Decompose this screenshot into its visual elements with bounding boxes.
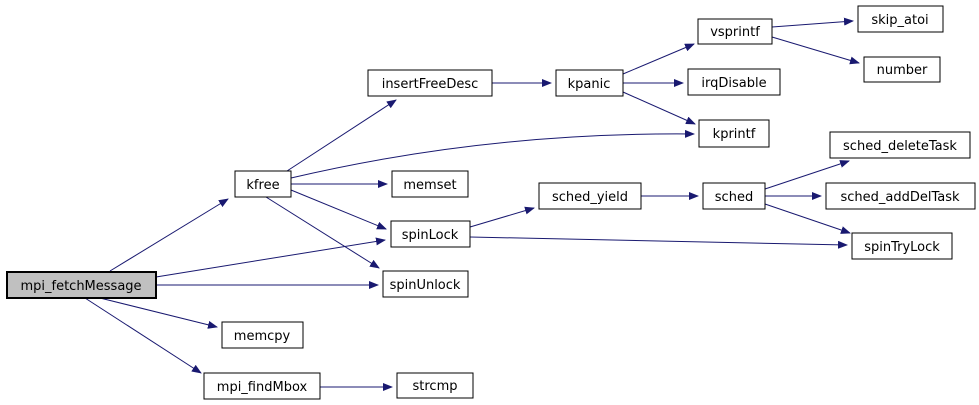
node-spinTryLock[interactable]: spinTryLock — [851, 232, 953, 260]
edge-sched-spinTryLock — [764, 203, 851, 234]
node-strcmp[interactable]: strcmp — [396, 372, 474, 399]
node-sched_deleteTask[interactable]: sched_deleteTask — [829, 131, 971, 159]
node-irqDisable[interactable]: irqDisable — [687, 68, 781, 96]
node-label: kfree — [246, 178, 279, 193]
edge-mpi_fetchMessage-spinLock — [155, 237, 386, 278]
node-memset[interactable]: memset — [391, 170, 469, 198]
node-vsprintf[interactable]: vsprintf — [697, 18, 773, 45]
node-label: strcmp — [413, 379, 458, 394]
node-label: vsprintf — [710, 25, 760, 40]
edge-vsprintf-number — [771, 36, 860, 65]
edge-sched-sched_deleteTask — [764, 160, 850, 190]
node-sched[interactable]: sched — [702, 182, 766, 210]
node-spinUnlock[interactable]: spinUnlock — [382, 270, 469, 298]
edge-mpi_fetchMessage-memcpy — [99, 297, 218, 329]
edge-mpi_fetchMessage-kfree — [109, 198, 229, 272]
edge-kfree-spinLock — [290, 189, 387, 230]
node-skip_atoi[interactable]: skip_atoi — [857, 5, 944, 33]
node-label: memcpy — [234, 329, 291, 344]
node-label: sched — [715, 190, 753, 205]
node-label: mpi_fetchMessage — [20, 279, 141, 294]
node-label: spinLock — [402, 228, 459, 243]
node-sched_yield[interactable]: sched_yield — [538, 182, 642, 210]
node-label: kpanic — [568, 77, 611, 92]
node-spinLock[interactable]: spinLock — [390, 220, 471, 248]
node-label: spinUnlock — [390, 278, 461, 293]
node-memcpy[interactable]: memcpy — [221, 321, 304, 349]
node-label: irqDisable — [701, 76, 766, 91]
node-label: mpi_findMbox — [217, 380, 308, 395]
node-mpi_fetchMessage: mpi_fetchMessage — [6, 271, 157, 299]
edge-spinLock-sched_yield — [469, 206, 535, 228]
node-label: number — [877, 63, 928, 78]
node-label: sched_yield — [552, 190, 628, 205]
node-label: sched_addDelTask — [840, 190, 960, 205]
node-kpanic[interactable]: kpanic — [555, 69, 624, 97]
edge-kfree-insertFreeDesc — [286, 99, 397, 172]
edge-layer — [84, 17, 860, 391]
node-number[interactable]: number — [863, 56, 941, 83]
edge-mpi_fetchMessage-mpi_findMbox — [84, 297, 202, 374]
edge-kfree-kprintf — [290, 129, 695, 179]
node-kfree[interactable]: kfree — [234, 170, 292, 198]
edge-kpanic-kprintf — [622, 91, 696, 125]
edge-spinLock-spinTryLock — [469, 236, 848, 249]
node-label: insertFreeDesc — [382, 77, 479, 92]
node-label: sched_deleteTask — [843, 139, 957, 154]
node-insertFreeDesc[interactable]: insertFreeDesc — [367, 69, 493, 97]
node-sched_addDelTask[interactable]: sched_addDelTask — [825, 182, 976, 210]
edge-kfree-spinUnlock — [265, 196, 380, 269]
node-label: skip_atoi — [871, 13, 928, 28]
node-label: kprintf — [713, 127, 756, 142]
node-mpi_findMbox[interactable]: mpi_findMbox — [203, 372, 321, 400]
node-label: memset — [403, 178, 456, 193]
edge-kpanic-vsprintf — [622, 43, 695, 75]
node-kprintf[interactable]: kprintf — [698, 119, 770, 148]
edge-vsprintf-skip_atoi — [771, 17, 854, 28]
node-label: spinTryLock — [864, 240, 940, 255]
